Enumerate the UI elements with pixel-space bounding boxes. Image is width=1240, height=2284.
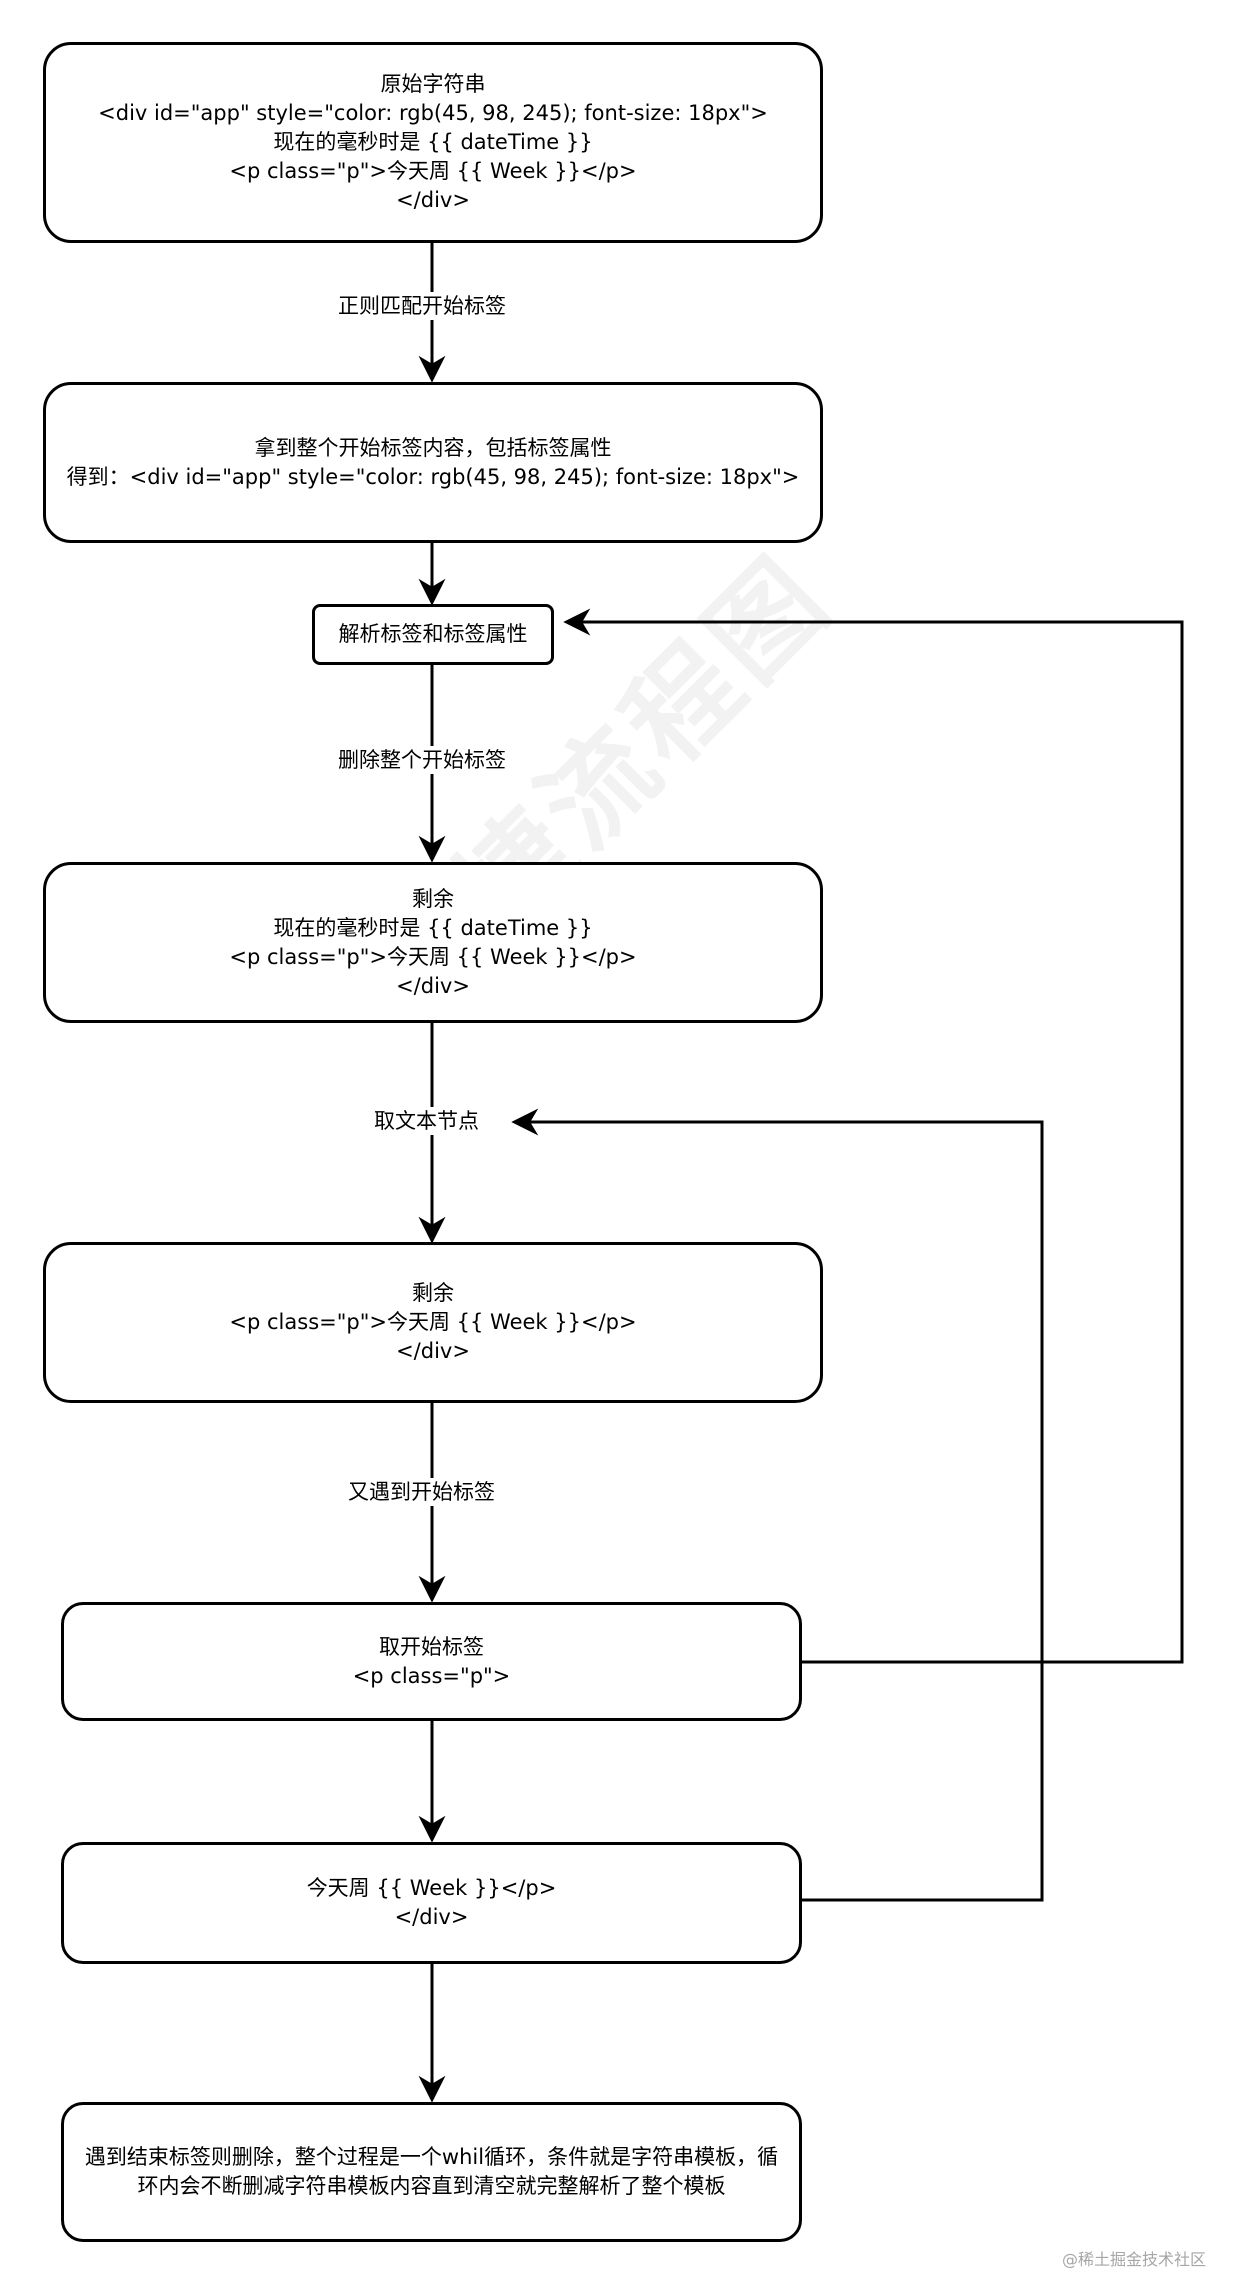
node-parse-tag-attrs-label: 解析标签和标签属性 bbox=[338, 622, 528, 646]
node-take-start-tag: 取开始标签 <p class="p"> bbox=[61, 1602, 802, 1721]
node-remaining-1: 剩余 现在的毫秒时是 {{ dateTime }} <p class="p">今… bbox=[43, 862, 823, 1023]
edge-n6-loop-n3 bbox=[563, 608, 1184, 1664]
node-original-string-line: <p class="p">今天周 {{ Week }}</p> bbox=[229, 159, 637, 183]
edge-label-take-text-node: 取文本节点 bbox=[370, 1107, 483, 1135]
edge-label-regex-match: 正则匹配开始标签 bbox=[334, 292, 510, 320]
node-end-tag-loop: 遇到结束标签则删除，整个过程是一个whil循环，条件就是字符串模板，循环内会不断… bbox=[61, 2102, 802, 2242]
node-remaining-1-line: <p class="p">今天周 {{ Week }}</p> bbox=[229, 944, 637, 969]
footer-credit: @稀土掘金技术社区 bbox=[1061, 2250, 1206, 2269]
node-original-string-line: <div id="app" style="color: rgb(45, 98, … bbox=[98, 101, 768, 125]
node-original-string: 原始字符串 <div id="app" style="color: rgb(45… bbox=[43, 42, 823, 243]
edge-label-delete-start-tag: 删除整个开始标签 bbox=[334, 746, 510, 774]
node-original-string-line: 原始字符串 bbox=[380, 72, 486, 96]
edge-label-start-tag-again: 又遇到开始标签 bbox=[344, 1478, 499, 1506]
edge-n7-loop-e4 bbox=[511, 1108, 1044, 1902]
node-end-tag-loop-label: 遇到结束标签则删除，整个过程是一个whil循环，条件就是字符串模板，循环内会不断… bbox=[84, 2145, 779, 2198]
node-get-start-tag-line: 得到：<div id="app" style="color: rgb(45, 9… bbox=[66, 464, 800, 489]
node-remaining-2-line: 剩余 bbox=[412, 1281, 454, 1305]
node-remaining-1-line: 现在的毫秒时是 {{ dateTime }} bbox=[273, 915, 593, 940]
node-take-start-tag-line: <p class="p"> bbox=[352, 1663, 511, 1688]
node-remaining-2-line: <p class="p">今天周 {{ Week }}</p> bbox=[229, 1310, 637, 1334]
node-remaining-1-line: 剩余 bbox=[412, 886, 454, 911]
node-get-start-tag-line: 拿到整个开始标签内容，包括标签属性 bbox=[254, 435, 612, 460]
node-text-week: 今天周 {{ Week }}</p> </div> bbox=[61, 1842, 802, 1964]
node-get-start-tag: 拿到整个开始标签内容，包括标签属性 得到：<div id="app" style… bbox=[43, 382, 823, 543]
node-text-week-line: 今天周 {{ Week }}</p> bbox=[306, 1876, 557, 1900]
node-original-string-line: </div> bbox=[396, 188, 470, 212]
node-remaining-1-line: </div> bbox=[396, 973, 470, 998]
node-remaining-2-line: </div> bbox=[396, 1339, 470, 1363]
node-parse-tag-attrs: 解析标签和标签属性 bbox=[312, 604, 554, 665]
node-take-start-tag-line: 取开始标签 bbox=[379, 1634, 484, 1659]
node-text-week-line: </div> bbox=[394, 1905, 469, 1929]
node-original-string-line: 现在的毫秒时是 {{ dateTime }} bbox=[273, 130, 593, 154]
node-remaining-2: 剩余 <p class="p">今天周 {{ Week }}</p> </div… bbox=[43, 1242, 823, 1403]
